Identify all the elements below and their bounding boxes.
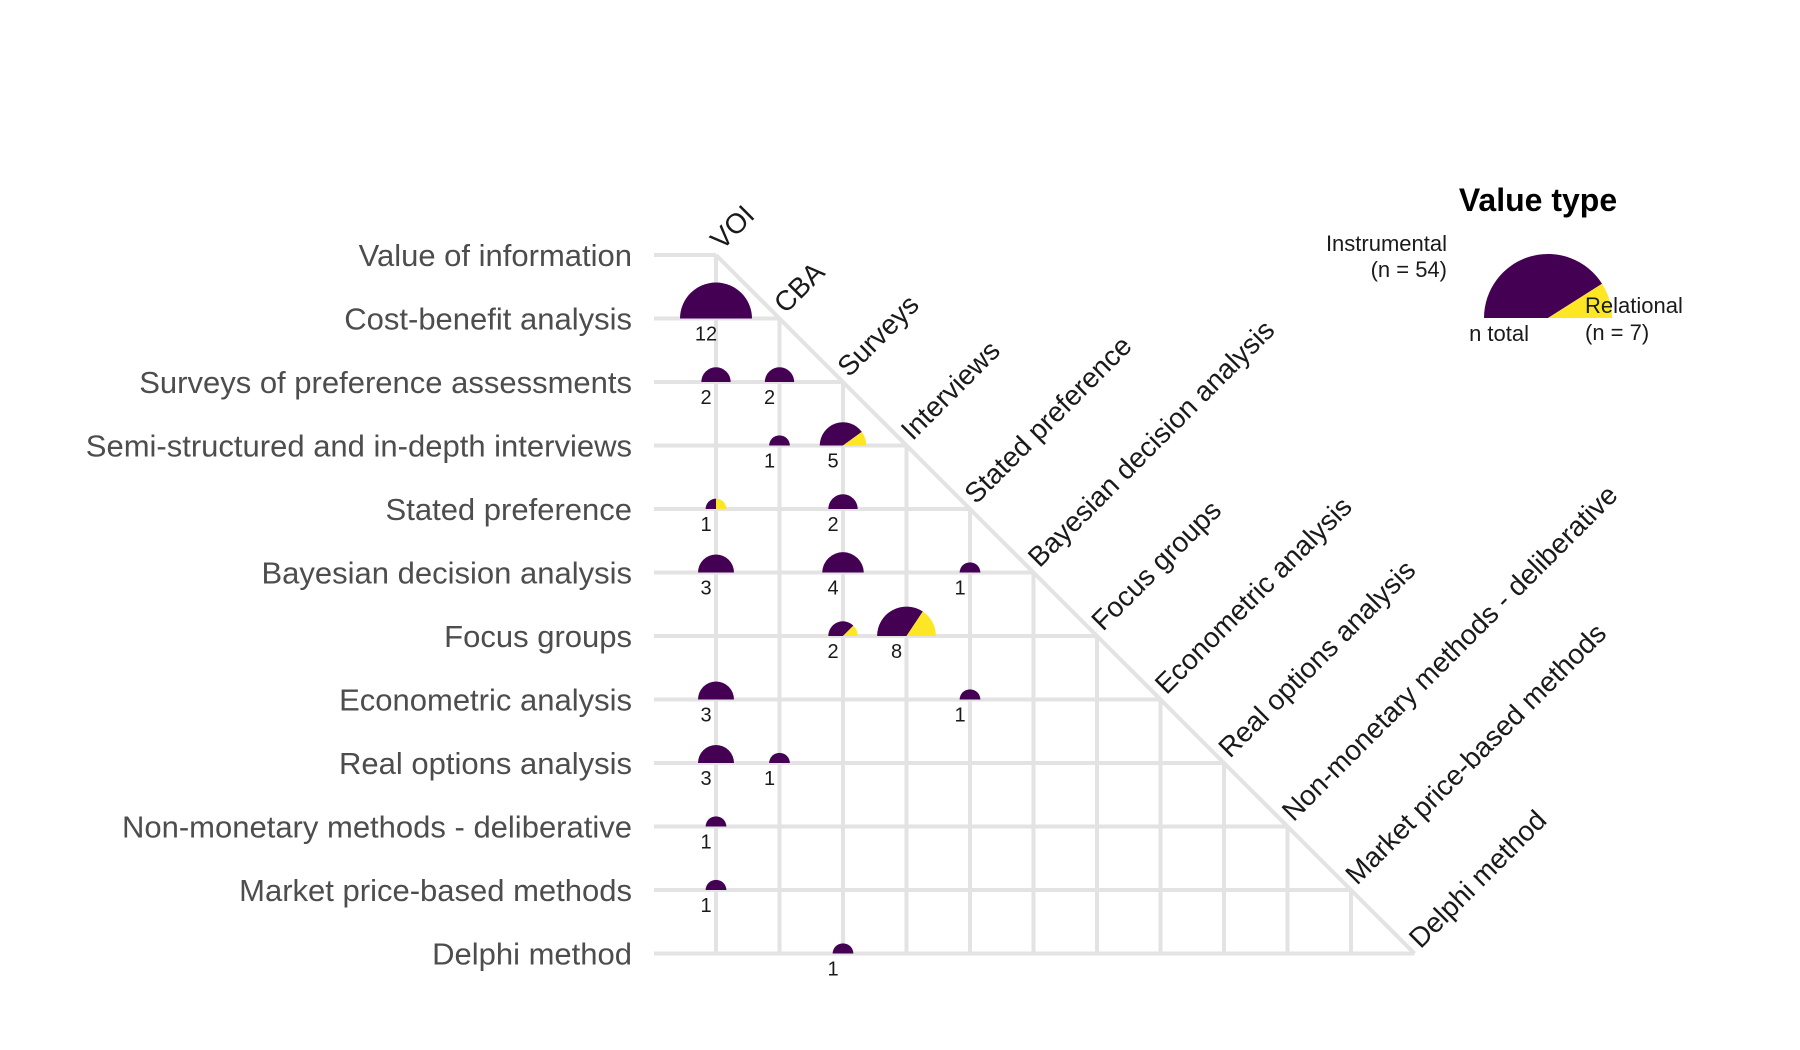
row-label: Econometric analysis [339, 683, 632, 718]
instrumental-wedge [828, 494, 858, 509]
row-label: Real options analysis [339, 746, 632, 781]
instrumental-wedge [698, 554, 734, 573]
pie-glyph [832, 943, 854, 954]
column-label: Market price-based methods [1339, 617, 1612, 890]
count-label: 8 [891, 641, 902, 663]
instrumental-wedge [959, 689, 981, 700]
column-label: CBA [768, 256, 831, 319]
instrumental-wedge [705, 498, 716, 509]
count-label: 1 [700, 514, 711, 536]
count-label: 1 [700, 832, 711, 854]
relational-wedge [843, 625, 858, 636]
instrumental-wedge [705, 816, 727, 827]
legend-relational-label: Relational [1585, 293, 1683, 318]
instrumental-wedge [832, 943, 854, 954]
column-label: Interviews [895, 335, 1006, 446]
pie-glyph [705, 816, 727, 827]
instrumental-wedge [819, 422, 862, 446]
legend-title: Value type [1459, 182, 1617, 218]
row-label: Focus groups [444, 619, 632, 654]
grid-diagonal-line [714, 253, 1416, 955]
column-label: Surveys [831, 289, 924, 382]
instrumental-wedge [701, 367, 731, 382]
count-label: 4 [827, 578, 838, 600]
column-label: Delphi method [1403, 804, 1553, 954]
count-label: 1 [954, 705, 965, 727]
legend-total-label: n total [1469, 321, 1529, 346]
pie-glyph [877, 606, 936, 636]
pie-glyph [822, 552, 864, 573]
instrumental-wedge [877, 606, 923, 636]
relational-wedge [906, 611, 936, 636]
column-label: VOI [704, 199, 760, 255]
grid-lines [654, 253, 1416, 956]
row-label: Surveys of preference assessments [139, 365, 632, 400]
instrumental-wedge [705, 879, 727, 890]
pie-glyph [819, 422, 867, 446]
relational-wedge [716, 498, 727, 509]
count-label: 1 [827, 959, 838, 981]
count-label: 1 [764, 768, 775, 790]
row-label: Non-monetary methods - deliberative [122, 810, 632, 845]
row-label: Cost-benefit analysis [344, 302, 632, 337]
instrumental-wedge [764, 367, 795, 382]
column-label: Bayesian decision analysis [1022, 314, 1281, 573]
pie-glyph [769, 435, 790, 446]
relational-wedge [1548, 283, 1612, 318]
row-label: Market price-based methods [239, 873, 632, 908]
pie-glyph [764, 367, 795, 382]
count-label: 5 [827, 451, 838, 473]
instrumental-wedge [822, 552, 864, 573]
pie-glyphs [680, 282, 981, 954]
count-label: 3 [700, 705, 711, 727]
pie-glyph [698, 681, 734, 700]
pie-glyph [705, 879, 727, 890]
count-label: 2 [827, 514, 838, 536]
instrumental-wedge [698, 681, 734, 700]
column-label: Focus groups [1085, 494, 1227, 636]
pie-glyph [828, 621, 858, 636]
legend-relational-count: (n = 7) [1585, 320, 1649, 345]
row-label: Delphi method [432, 937, 632, 972]
count-label: 12 [695, 324, 717, 346]
row-label: Semi-structured and in-depth interviews [86, 429, 632, 464]
count-label: 2 [764, 387, 775, 409]
pie-glyph [701, 367, 731, 382]
row-label: Stated preference [386, 492, 632, 527]
pie-glyph [959, 689, 981, 700]
count-label: 1 [954, 578, 965, 600]
pie-glyph [680, 282, 752, 319]
row-label: Value of information [359, 238, 632, 273]
pie-glyph [698, 554, 734, 573]
count-label: 1 [700, 895, 711, 917]
instrumental-wedge [1484, 253, 1603, 318]
pie-glyph [959, 562, 981, 573]
instrumental-wedge [698, 745, 734, 763]
row-label: Bayesian decision analysis [262, 556, 633, 591]
instrumental-wedge [959, 562, 981, 573]
instrumental-wedge [828, 621, 854, 636]
legend-instrumental-count: (n = 54) [1371, 257, 1447, 282]
count-label: 1 [764, 451, 775, 473]
count-label: 3 [700, 578, 711, 600]
count-label: 2 [700, 387, 711, 409]
pie-glyph [705, 498, 727, 509]
pie-glyph [828, 494, 858, 509]
legend-instrumental-label: Instrumental [1326, 231, 1447, 256]
pie-glyph [698, 745, 734, 763]
count-label: 2 [827, 641, 838, 663]
relational-wedge [843, 431, 867, 446]
instrumental-wedge [769, 435, 790, 446]
pie-glyph [769, 752, 790, 763]
instrumental-wedge [769, 752, 790, 763]
count-label: 3 [700, 768, 711, 790]
instrumental-wedge [680, 282, 752, 319]
legend-pie-glyph [1484, 253, 1612, 318]
legend: Value type Instrumental (n = 54) Relatio… [1326, 182, 1683, 346]
